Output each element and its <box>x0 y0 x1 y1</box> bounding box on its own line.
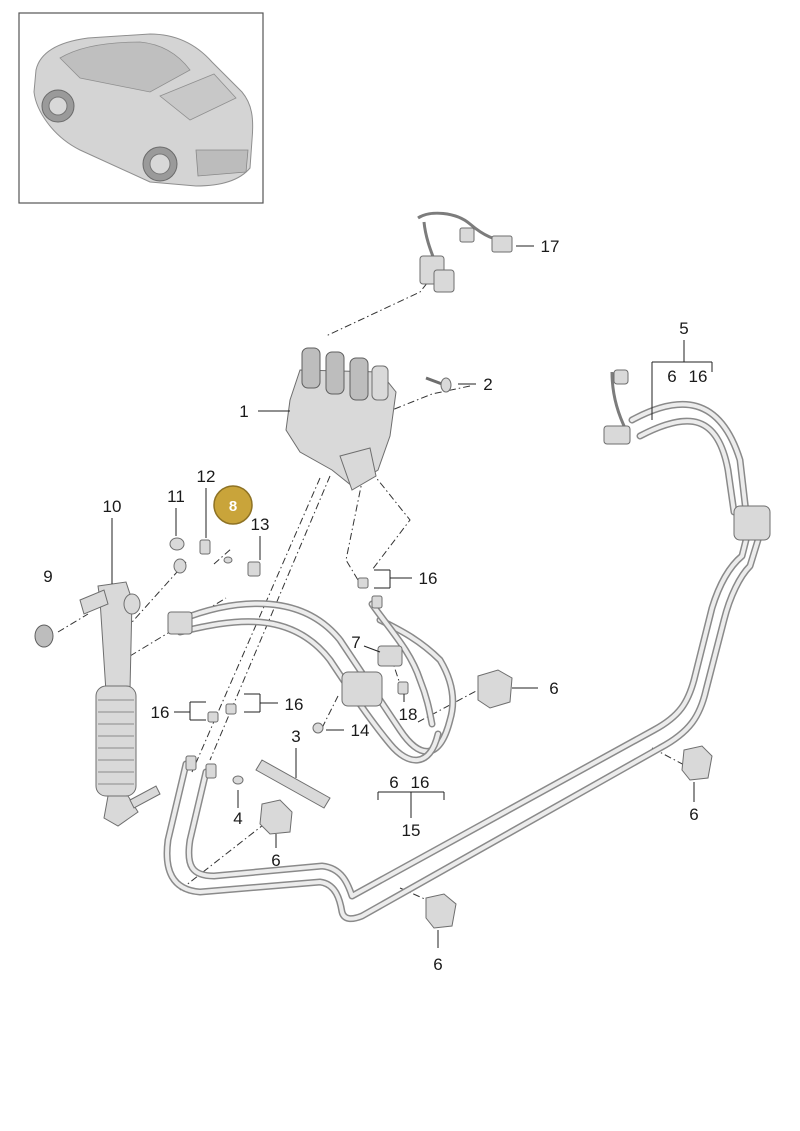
lift-cylinder <box>34 581 161 827</box>
leader-lines <box>111 245 713 948</box>
highlight-label: 8 <box>229 498 237 515</box>
callout-2: 2 <box>483 375 492 394</box>
callout-13: 13 <box>251 515 270 534</box>
callout-14: 14 <box>351 721 370 740</box>
callout-5: 5 <box>679 319 688 338</box>
callout-5-item-6: 6 <box>667 367 676 386</box>
car-icon <box>33 33 254 187</box>
callout-15-item-6: 6 <box>389 773 398 792</box>
callout-11: 11 <box>167 487 185 506</box>
callout-15-item-16: 16 <box>411 773 430 792</box>
callout-15: 15 <box>402 821 421 840</box>
callout-9: 9 <box>43 567 52 586</box>
callout-12: 12 <box>197 467 216 486</box>
callout-1: 1 <box>239 402 248 421</box>
callout-18: 18 <box>399 705 418 724</box>
callout-5-item-16: 16 <box>689 367 708 386</box>
vehicle-thumbnail <box>18 12 264 204</box>
callout-6-clamp-bottom: 6 <box>433 955 442 974</box>
callout-16-lower-right: 16 <box>285 695 304 714</box>
valve-block <box>285 347 397 491</box>
callout-10: 10 <box>103 497 122 516</box>
callout-16-upper: 16 <box>419 569 438 588</box>
callout-3: 3 <box>291 727 300 746</box>
hydraulic-lines <box>163 400 762 923</box>
callout-4: 4 <box>233 809 242 828</box>
clamps-and-fittings <box>167 369 771 929</box>
highlight-item-8[interactable]: 8 <box>213 485 253 525</box>
wiring-harness <box>417 211 513 293</box>
callout-7: 7 <box>351 633 360 652</box>
callout-6-clamp-left: 6 <box>271 851 280 870</box>
callouts: 1 2 3 4 5 6 16 6 6 6 6 7 9 10 11 12 13 1… <box>43 237 707 974</box>
callout-16-lower-left: 16 <box>151 703 170 722</box>
callout-17: 17 <box>541 237 560 256</box>
callout-6-clamp-far-right: 6 <box>689 805 698 824</box>
bolt-2 <box>425 376 452 393</box>
callout-6-clamp-right: 6 <box>549 679 558 698</box>
